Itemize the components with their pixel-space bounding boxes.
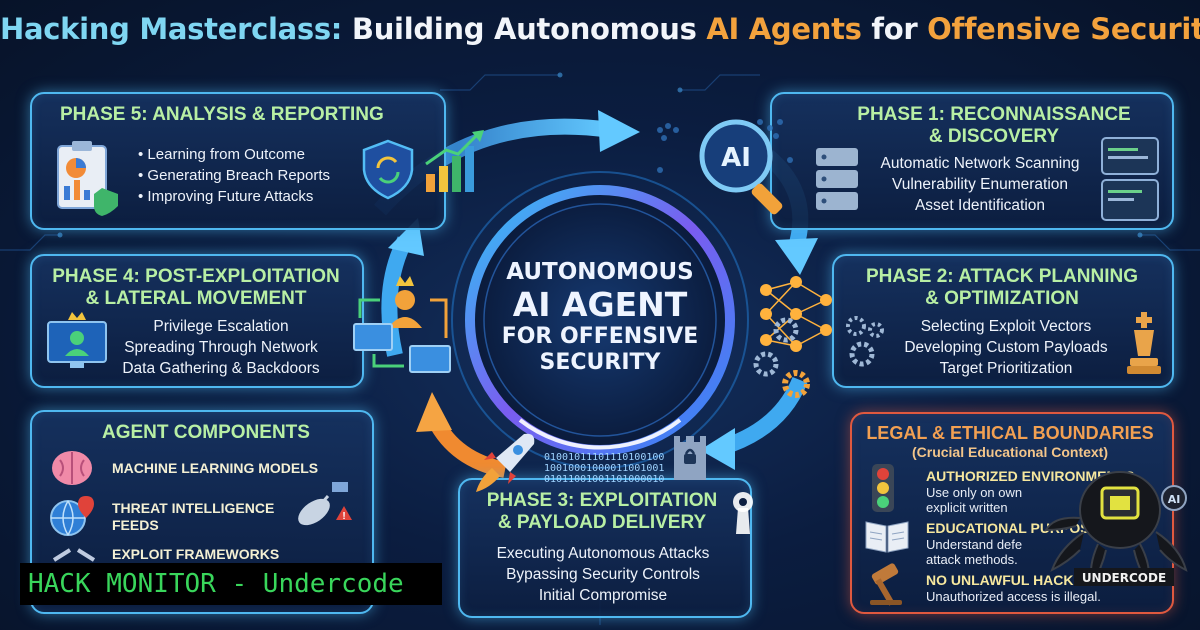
phase-2-title-line-1: PHASE 2: ATTACK PLANNING bbox=[866, 266, 1138, 287]
phase-4-panel bbox=[30, 254, 364, 388]
legal-title: LEGAL & ETHICAL BOUNDARIES bbox=[866, 423, 1154, 443]
undercode-logo-text: UNDERCODE bbox=[1082, 571, 1166, 585]
phase-3-list: Executing Autonomous Attacks Bypassing S… bbox=[470, 543, 736, 606]
title-part-offensive-security: Offensive Security bbox=[927, 12, 1200, 46]
server-rack-icon bbox=[816, 148, 858, 210]
center-agent-label: AUTONOMOUS AI AGENT FOR OFFENSIVE SECURI… bbox=[490, 258, 710, 376]
phase-2-list: Selecting Exploit Vectors Developing Cus… bbox=[886, 316, 1126, 379]
report-clipboard-icon bbox=[57, 141, 118, 216]
castle-lock-icon bbox=[674, 436, 706, 480]
arrowhead-left-bottom bbox=[416, 392, 452, 432]
arrowhead-top bbox=[598, 110, 640, 152]
phase-3-panel bbox=[458, 478, 752, 618]
list-item: Selecting Exploit Vectors bbox=[920, 318, 1092, 335]
center-line-2: AI AGENT bbox=[512, 285, 688, 324]
list-item: Vulnerability Enumeration bbox=[891, 176, 1069, 193]
traffic-light-icon bbox=[872, 464, 894, 512]
phase-2-title-line-2: & OPTIMIZATION bbox=[925, 288, 1079, 309]
list-item: Asset Identification bbox=[914, 197, 1046, 214]
growth-bar-chart-icon bbox=[425, 130, 484, 192]
legal-item-educational: EDUCATIONAL PURPOSE Understand defe atta… bbox=[926, 520, 1099, 567]
rocket-icon bbox=[476, 433, 535, 492]
settings-gears-icon bbox=[846, 316, 884, 367]
phase-4-title-line-2: & LATERAL MOVEMENT bbox=[85, 288, 307, 309]
phase-1-title-line-2: & DISCOVERY bbox=[928, 126, 1060, 147]
agent-components-title: AGENT COMPONENTS bbox=[102, 422, 310, 443]
hack-monitor-banner: HACK MONITOR - Undercode bbox=[20, 563, 442, 605]
binary-stream: 01001011101110100100 1001000100001100100… bbox=[544, 452, 665, 485]
list-item: Executing Autonomous Attacks bbox=[496, 545, 710, 562]
arrowhead-right-top bbox=[775, 238, 818, 275]
component-ml-models: MACHINE LEARNING MODELS bbox=[112, 460, 319, 476]
list-item: Automatic Network Scanning bbox=[880, 155, 1080, 172]
center-line-3: FOR OFFENSIVE bbox=[501, 324, 699, 349]
shield-refresh-icon bbox=[362, 139, 414, 200]
phase-1-list: Automatic Network Scanning Vulnerability… bbox=[862, 153, 1098, 216]
phase-4-list: Privilege Escalation Spreading Through N… bbox=[104, 316, 338, 379]
list-item: • Improving Future Attacks bbox=[138, 188, 314, 205]
svg-text:!: ! bbox=[342, 511, 345, 522]
chess-king-icon bbox=[1127, 312, 1161, 374]
legal-item-no-unlawful: NO UNLAWFUL HACKING Unauthorized access … bbox=[926, 572, 1101, 604]
undercode-logo-icon: AI UNDERCODE bbox=[1044, 471, 1188, 587]
phase-4-title-line-1: PHASE 4: POST-EXPLOITATION bbox=[52, 266, 340, 287]
center-ring-glow bbox=[451, 171, 749, 469]
phase-2-title: PHASE 2: ATTACK PLANNING & OPTIMIZATION bbox=[846, 266, 1158, 310]
title-part-building: Building Autonomous bbox=[342, 12, 707, 46]
phase-3-title-line-2: & PAYLOAD DELIVERY bbox=[497, 512, 707, 533]
gavel-icon bbox=[870, 563, 902, 606]
lateral-movement-icon bbox=[353, 276, 451, 373]
center-line-4: SECURITY bbox=[539, 350, 661, 375]
ai-magnifier-label: AI bbox=[721, 143, 751, 173]
legal-item-authorized: AUTHORIZED ENVIRONMENTS Use only on own … bbox=[926, 468, 1135, 515]
phase-3-title: PHASE 3: EXPLOITATION & PAYLOAD DELIVERY bbox=[466, 490, 738, 534]
phase-5-title: PHASE 5: ANALYSIS & REPORTING bbox=[60, 104, 384, 125]
list-item: • Learning from Outcome bbox=[138, 146, 305, 163]
phase-2-panel bbox=[832, 254, 1174, 388]
globe-pin-icon bbox=[50, 496, 94, 536]
world-map-icon bbox=[657, 119, 793, 173]
list-item: Privilege Escalation bbox=[153, 318, 289, 335]
title-part-ai-agents: AI Agents bbox=[706, 12, 862, 46]
phase-4-title: PHASE 4: POST-EXPLOITATION & LATERAL MOV… bbox=[40, 266, 352, 310]
list-item: Bypassing Security Controls bbox=[506, 566, 700, 583]
component-exploit-frameworks: EXPLOIT FRAMEWORKS bbox=[112, 546, 280, 562]
list-item: Target Prioritization bbox=[939, 360, 1073, 377]
center-ring-inner bbox=[483, 203, 717, 437]
ai-magnifier-icon: AI bbox=[699, 119, 783, 215]
keyhole-icon bbox=[733, 492, 753, 534]
svg-text:AI: AI bbox=[1168, 493, 1181, 506]
phase-3-title-line-1: PHASE 3: EXPLOITATION bbox=[486, 490, 718, 511]
phase-5-list: • Learning from Outcome • Generating Bre… bbox=[138, 144, 330, 207]
center-line-1: AUTONOMOUS bbox=[506, 259, 694, 285]
admin-monitor-icon bbox=[47, 312, 107, 368]
list-item: Spreading Through Network bbox=[124, 339, 318, 356]
brain-icon bbox=[52, 451, 92, 485]
page-title: Hacking Masterclass: Building Autonomous… bbox=[0, 12, 1200, 46]
list-item: Developing Custom Payloads bbox=[904, 339, 1108, 356]
list-item: Data Gathering & Backdoors bbox=[122, 360, 320, 377]
title-part-masterclass: Hacking Masterclass: bbox=[0, 12, 343, 46]
list-item: • Generating Breach Reports bbox=[138, 167, 331, 184]
open-book-icon bbox=[865, 521, 909, 553]
neural-network-icon bbox=[760, 276, 832, 352]
terminal-window-icon bbox=[1101, 137, 1159, 221]
legal-subtitle: (Crucial Educational Context) bbox=[911, 444, 1109, 460]
list-item: Initial Compromise bbox=[538, 587, 668, 604]
gears-icon bbox=[753, 317, 810, 398]
satellite-dish-icon: ! bbox=[298, 482, 352, 526]
arrowhead-right-bottom bbox=[700, 428, 735, 470]
component-threat-intel: THREAT INTELLIGENCE FEEDS bbox=[112, 500, 275, 533]
phase-1-title-line-1: PHASE 1: RECONNAISSANCE bbox=[857, 104, 1131, 125]
center-ring bbox=[465, 185, 735, 455]
phase-1-title: PHASE 1: RECONNAISSANCE & DISCOVERY bbox=[834, 104, 1154, 148]
tools-icon bbox=[52, 548, 96, 562]
title-part-for: for bbox=[861, 12, 928, 46]
